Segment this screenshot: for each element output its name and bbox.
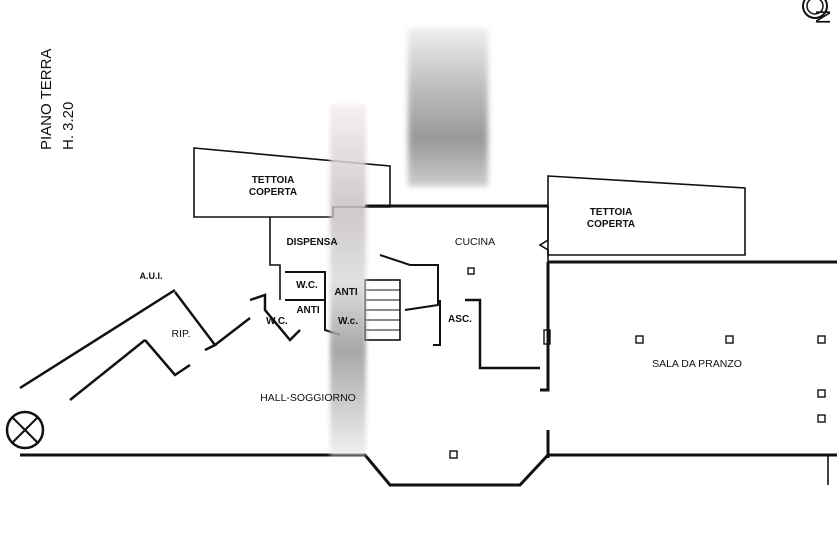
wall-diagonal (19, 288, 176, 390)
redacted-strip (330, 105, 366, 455)
room-aui: A.U.I. (139, 271, 163, 281)
room-label: TETTOIA (251, 175, 295, 186)
floor-title: PIANO TERRA (38, 48, 55, 150)
room-label: TETTOIA (589, 207, 633, 218)
room-hall-soggiorno: HALL-SOGGIORNO (260, 392, 356, 404)
room-wc-3: W.C. (266, 316, 288, 327)
room-wc-1: W.C. (296, 280, 318, 291)
floor-height: H. 3.20 (60, 101, 77, 150)
wall-asc (465, 298, 540, 370)
redacted-area (408, 28, 488, 186)
room-anti-2: ANTI (296, 305, 320, 316)
wall-bottom (20, 453, 837, 487)
exit-marker-icon (5, 410, 45, 450)
room-label: COPERTA (586, 219, 636, 230)
wall-cucina-right (538, 206, 549, 262)
room-wc-2: W.c. (337, 316, 359, 327)
room-rip: RIP. (171, 328, 191, 340)
room-cucina: CUCINA (454, 236, 496, 248)
wall-top (269, 217, 281, 300)
room-dispensa: DISPENSA (286, 237, 338, 248)
room-anti-1: ANTI (334, 287, 358, 298)
north-arrow-icon (802, 0, 828, 19)
wall-sala-left (540, 262, 550, 392)
tettoia-right-outline (547, 175, 746, 256)
room-label: COPERTA (248, 187, 298, 198)
room-sala-da-pranzo: SALA DA PRANZO (652, 358, 742, 370)
room-asc: ASC. (448, 314, 472, 325)
north-label: N (811, 9, 833, 25)
